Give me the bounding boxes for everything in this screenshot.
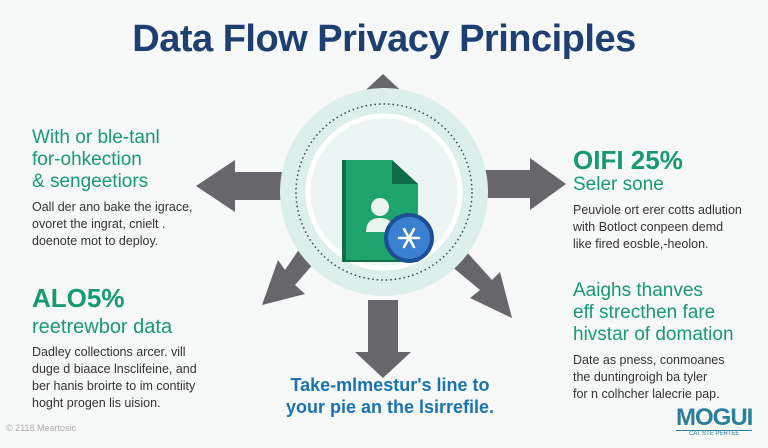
arrow-down-left <box>262 248 315 305</box>
arrow-down <box>355 300 411 378</box>
arrow-right <box>480 158 566 210</box>
body-line: for n colhcher lalecrie pap. <box>573 387 720 401</box>
principle-top-left: With or ble-tanl for-ohkection & sengeet… <box>32 127 193 250</box>
caption-line: Take-mlmestur's line to <box>290 375 490 395</box>
body-line: with Botloct conpeen demd <box>573 220 724 234</box>
heading-line: Aaighs thanves <box>573 280 703 301</box>
principle-top-right: OIFI 25% Seler sone Peuviole ort erer co… <box>573 146 742 253</box>
description: Dadley collections arcer. vill duge d bi… <box>32 344 197 412</box>
body-line: Oall der ano bake the igrace, <box>32 200 193 214</box>
body-line: hoght progen lis uision. <box>32 396 161 410</box>
description: Peuviole ort erer cotts adlution with Bo… <box>573 202 742 253</box>
caption-line: your pie an the lsirrefile. <box>285 397 495 417</box>
dotted-ring <box>295 103 473 281</box>
heading-line: for-ohkection <box>32 149 142 170</box>
copyright: © 2118 Meartosic <box>6 423 76 433</box>
heading: With or ble-tanl for-ohkection & sengeet… <box>32 127 193 193</box>
description: Oall der ano bake the igrace, ovoret the… <box>32 199 193 250</box>
heading: Aaighs thanves eff strecthen fare hivsta… <box>573 280 734 346</box>
body-line: the duntingroigh ba tyler <box>573 370 708 384</box>
page-title: Data Flow Privacy Principles <box>132 18 636 60</box>
logo-tagline: CAT STE PERTEE <box>676 430 753 437</box>
description: Date as pness, conmoanes the duntingroig… <box>573 352 734 403</box>
heading: Seler sone <box>573 174 664 195</box>
heading-line: hivstar of domation <box>573 324 734 345</box>
principle-bottom-left: ALO5% reetrewbor data Dadley collections… <box>32 284 197 412</box>
principle-bottom-right: Aaighs thanves eff strecthen fare hivsta… <box>573 280 734 403</box>
heading-line: With or ble-tanl <box>32 127 160 148</box>
heading: reetrewbor data <box>32 316 173 338</box>
body-line: Date as pness, conmoanes <box>573 353 725 367</box>
body-line: Peuviole ort erer cotts adlution <box>573 203 742 217</box>
heading-line: & sengeetiors <box>32 171 149 192</box>
body-line: Dadley collections arcer. vill <box>32 345 186 359</box>
arrow-down-right <box>450 250 512 318</box>
body-line: ovoret the ingrat, cnielt . <box>32 217 166 231</box>
logo-name: MOGUI <box>676 404 753 431</box>
arrow-left <box>196 160 290 212</box>
stat: ALO5% <box>32 283 125 313</box>
center-caption: Take-mlmestur's line to your pie an the … <box>270 374 510 418</box>
body-line: ber hanis broirte to im contiity <box>32 379 196 393</box>
brand-logo: MOGUI CAT STE PERTEE <box>676 404 753 437</box>
body-line: like fired eosble,-heolon. <box>573 237 709 251</box>
heading-line: eff strecthen fare <box>573 302 716 323</box>
body-line: doenote mot to deploy. <box>32 234 159 248</box>
body-line: duge d biaace lnsclifeine, and <box>32 362 197 376</box>
stat: OIFI 25% <box>573 145 683 175</box>
arrows <box>196 74 566 378</box>
snowflake-badge-icon <box>384 213 434 263</box>
